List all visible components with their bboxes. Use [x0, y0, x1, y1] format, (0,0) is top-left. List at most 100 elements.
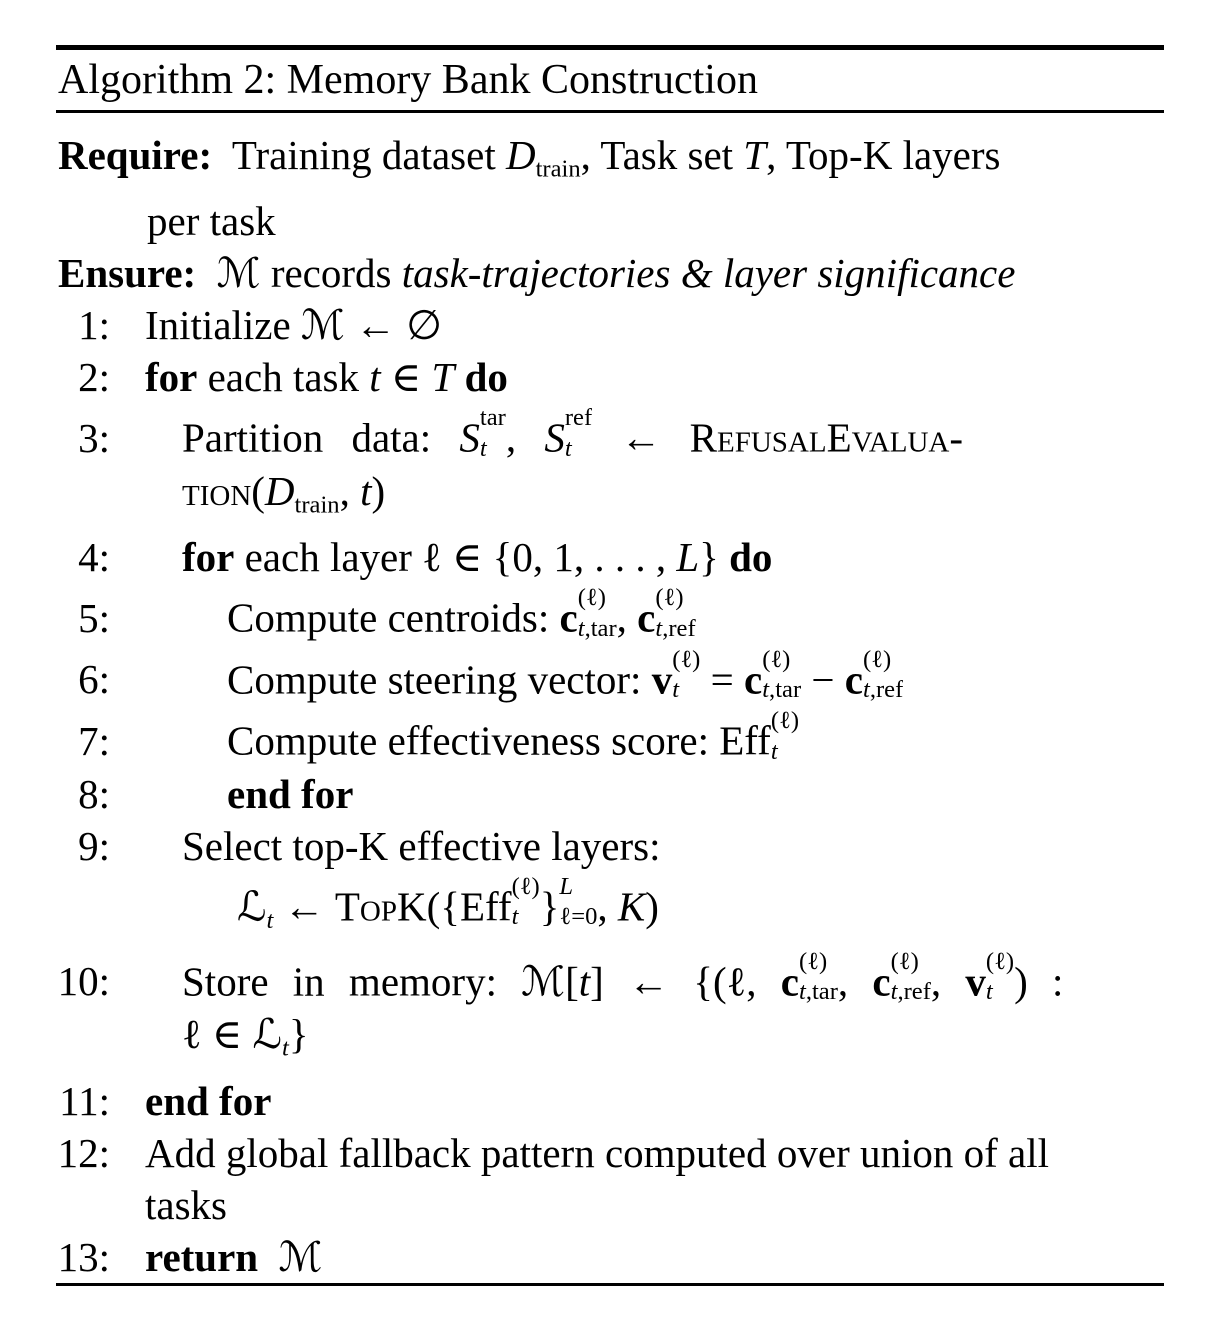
text-segment: ) [645, 883, 659, 930]
text-segment: t [985, 978, 993, 1006]
text-segment: t [360, 467, 372, 514]
text-segment: D [505, 132, 536, 178]
text-segment: ,tar [805, 978, 838, 1006]
text-segment: end for [227, 770, 354, 817]
text-segment: , [837, 958, 873, 1005]
subscript: t,tar [799, 977, 838, 1008]
line-10-cont-text: ℓ ∈ ℒt} [182, 1008, 309, 1074]
text-segment: S [459, 415, 480, 462]
line-10-text: Store in memory: ℳ[t] ← {(ℓ, c(ℓ)t,tar, … [182, 947, 1063, 1008]
bottom-rule [56, 1282, 1164, 1286]
text-segment: Require: [58, 132, 213, 178]
text-segment: ← [273, 883, 335, 930]
superscript: (ℓ) [891, 947, 931, 978]
text-segment: c [637, 594, 656, 641]
ensure-line-text: Ensure: ℳ records task-trajectories & la… [58, 247, 1015, 299]
text-segment: c [844, 656, 863, 703]
line-6-text: Compute steering vector: v(ℓ)t = c(ℓ)t,t… [227, 645, 903, 706]
text-segment: ) : [1014, 958, 1064, 1005]
text-segment: records [260, 250, 402, 297]
line-12: 12:Add global fallback pattern computed … [56, 1127, 1164, 1179]
superscript: ref [565, 403, 592, 434]
line-4: 4:for each layer ℓ ∈ {0, 1, . . . , L} d… [56, 531, 1164, 583]
ensure-line: Ensure: ℳ records task-trajectories & la… [56, 247, 1164, 299]
text-segment: ref [564, 404, 593, 432]
text-segment: (ℓ) [770, 707, 800, 735]
subscript: ℓ=0 [559, 902, 597, 933]
line-number: 6: [78, 656, 110, 703]
top-rule [56, 45, 1164, 50]
superscript: (ℓ) [578, 583, 617, 614]
math-scripts: (ℓ)t [512, 872, 540, 933]
text-segment: t [798, 978, 806, 1006]
math-scripts: (ℓ)t,tar [762, 645, 801, 706]
subscript: t,tar [578, 614, 617, 645]
text-segment: t [369, 354, 381, 401]
text-segment: T [743, 132, 767, 178]
line-2: 2:for each task t ∈ T do [56, 351, 1164, 403]
subscript: t,ref [863, 675, 903, 706]
text-segment: T [431, 354, 455, 401]
text-segment: ← ∅ [344, 302, 443, 349]
require-line: Require: Training dataset Dtrain, Task s… [56, 129, 1164, 195]
require-cont: per task [56, 195, 1164, 247]
text-segment: ℒ [252, 1011, 283, 1058]
text-segment: per task [147, 198, 276, 245]
text-segment: t [862, 676, 870, 704]
text-segment: , [505, 415, 545, 462]
line-number: 2: [78, 354, 110, 401]
line-5: 5:Compute centroids: c(ℓ)t,tar, c(ℓ)t,re… [56, 583, 1164, 644]
line-12-cont-text: tasks [145, 1179, 227, 1231]
text-segment: t [672, 676, 680, 704]
math-scripts: (ℓ)t,tar [578, 583, 617, 644]
text-segment: ( [251, 467, 265, 514]
superscript: tar [480, 403, 506, 434]
line-number: 8: [78, 770, 110, 817]
subscript: t [282, 1035, 289, 1062]
text-segment: t [479, 435, 487, 463]
text-segment: ,ref [869, 676, 904, 704]
text-segment: c [872, 958, 891, 1005]
text-segment: do [464, 354, 508, 401]
text-segment: train [294, 491, 340, 519]
text-segment: , Task set [580, 132, 744, 178]
text-segment: Compute centroids: [227, 594, 560, 641]
subscript: t,ref [891, 977, 931, 1008]
text-segment: train [535, 155, 581, 183]
line-4-text: for each layer ℓ ∈ {0, 1, . . . , L} do [182, 531, 772, 583]
text-segment: D [264, 467, 295, 514]
text-segment: ℓ=0 [559, 903, 598, 931]
text-segment: for [145, 354, 198, 401]
line-1-text: Initialize ℳ ← ∅ [145, 299, 442, 351]
text-segment [196, 250, 217, 296]
superscript: L [559, 872, 597, 903]
text-segment: do [729, 534, 773, 581]
line-13: 13:return ℳ [56, 1231, 1164, 1283]
text-segment: ℓ ∈ {0, 1, . . . , [422, 534, 677, 581]
text-segment: ℒ [237, 883, 267, 930]
text-segment: (ℓ) [577, 584, 606, 612]
text-segment: Initialize [145, 302, 301, 349]
line-number: 3: [78, 415, 110, 462]
text-segment [212, 132, 232, 178]
subscript: t [986, 977, 1014, 1008]
superscript: (ℓ) [672, 645, 700, 676]
math-scripts: (ℓ)t [672, 645, 700, 706]
text-segment: (ℓ) [985, 947, 1015, 975]
text-segment: , [597, 883, 618, 930]
line-9: 9:Select top-K effective layers: [56, 820, 1164, 872]
text-segment: K [617, 883, 646, 930]
line-number: 10: [57, 958, 110, 1005]
text-segment: (ℓ) [890, 947, 919, 975]
text-segment: c [744, 656, 763, 703]
require-line-text: Require: Training dataset Dtrain, Task s… [58, 129, 1000, 195]
text-segment: ℳ [300, 302, 345, 349]
subscript: t [771, 737, 799, 768]
text-segment: (ℓ) [511, 872, 540, 900]
text-segment: c [559, 594, 578, 641]
text-segment: Add global fallback pattern computed ove… [145, 1129, 1050, 1176]
text-segment: ← [592, 415, 690, 462]
